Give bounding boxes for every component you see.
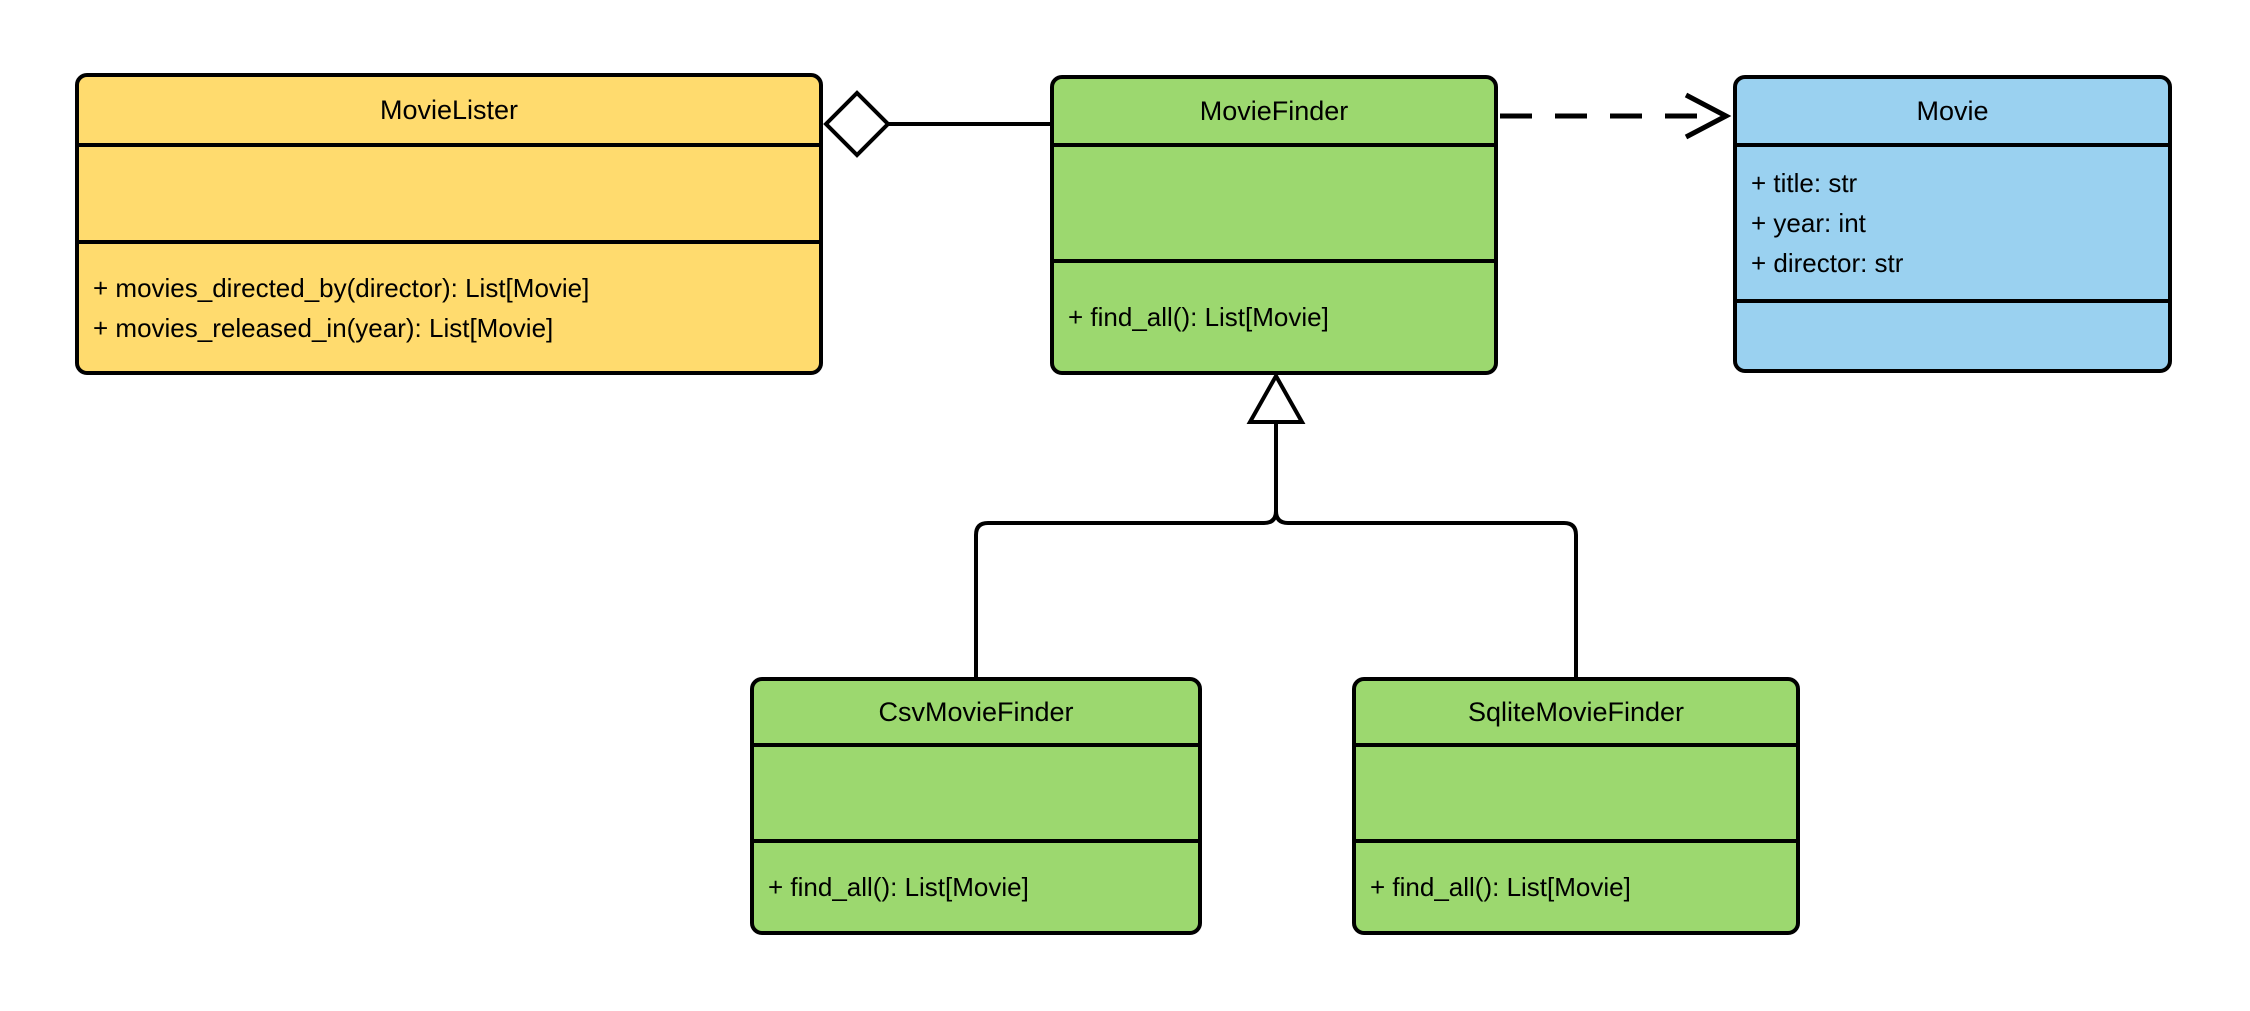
aggregation-link-movielister-moviefinder[interactable] [823,90,1052,158]
dependency-link-moviefinder-movie[interactable] [1500,92,1732,140]
attributes-compartment [1054,143,1494,259]
method-item: + movies_directed_by(director): List[Mov… [93,272,590,303]
class-movie[interactable]: Movie + title: str + year: int + directo… [1733,75,2172,373]
methods-compartment [1737,299,2168,369]
class-moviefinder[interactable]: MovieFinder + find_all(): List[Movie] [1050,75,1498,375]
attributes-compartment [79,143,819,240]
generalization-link-csvmoviefinder-moviefinder[interactable] [974,424,1278,678]
class-csvmoviefinder[interactable]: CsvMovieFinder + find_all(): List[Movie] [750,677,1202,935]
aggregation-diamond-icon [823,90,891,158]
class-title: Movie [1916,95,1989,126]
class-movielister[interactable]: MovieLister + movies_directed_by(directo… [75,73,823,375]
dependency-arrow-icon [1684,92,1732,140]
attributes-compartment: + title: str + year: int + director: str [1737,143,2168,299]
class-title: SqliteMovieFinder [1467,696,1685,727]
class-title: MovieFinder [1199,95,1349,126]
class-sqlitemoviefinder[interactable]: SqliteMovieFinder + find_all(): List[Mov… [1352,677,1800,935]
inheritance-triangle-icon [1246,371,1306,424]
class-title: MovieLister [379,94,519,125]
attribute-item: + title: str [1751,168,1858,198]
attribute-item: + director: str [1751,248,1904,278]
method-item: + find_all(): List[Movie] [1370,872,1631,902]
attributes-compartment [1356,743,1796,839]
methods-compartment: + find_all(): List[Movie] [1356,839,1796,931]
attributes-compartment [754,743,1198,839]
method-item: + movies_released_in(year): List[Movie] [93,312,554,343]
method-item: + find_all(): List[Movie] [1068,302,1329,332]
methods-compartment: + movies_directed_by(director): List[Mov… [79,240,819,371]
attribute-item: + year: int [1751,208,1866,238]
generalization-link-sqlitemoviefinder-moviefinder[interactable] [1274,424,1578,678]
method-item: + find_all(): List[Movie] [768,872,1029,902]
methods-compartment: + find_all(): List[Movie] [754,839,1198,931]
class-title: CsvMovieFinder [878,696,1074,727]
methods-compartment: + find_all(): List[Movie] [1054,259,1494,371]
